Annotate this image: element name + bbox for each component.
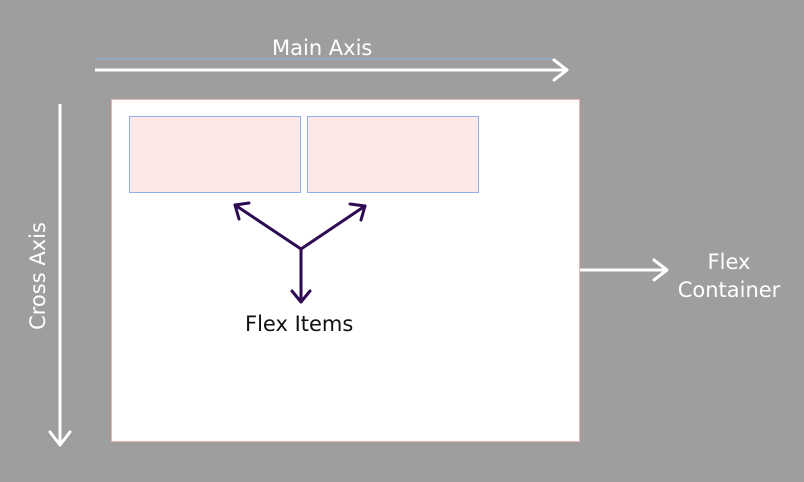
flex-container-label-line1: Flex [707, 250, 751, 274]
cross-axis-label: Cross Axis [26, 222, 50, 330]
flex-container-label: Flex Container [676, 248, 782, 304]
flex-container-arrow [580, 258, 669, 282]
flex-items-label: Flex Items [245, 312, 354, 336]
flex-item-1 [129, 116, 301, 193]
main-axis-arrow [95, 58, 569, 82]
flex-item-2 [307, 116, 479, 193]
flex-items-arrows [233, 201, 367, 304]
main-axis-label: Main Axis [272, 36, 373, 60]
cross-axis-arrow [48, 104, 72, 447]
flex-container-label-line2: Container [677, 278, 781, 302]
